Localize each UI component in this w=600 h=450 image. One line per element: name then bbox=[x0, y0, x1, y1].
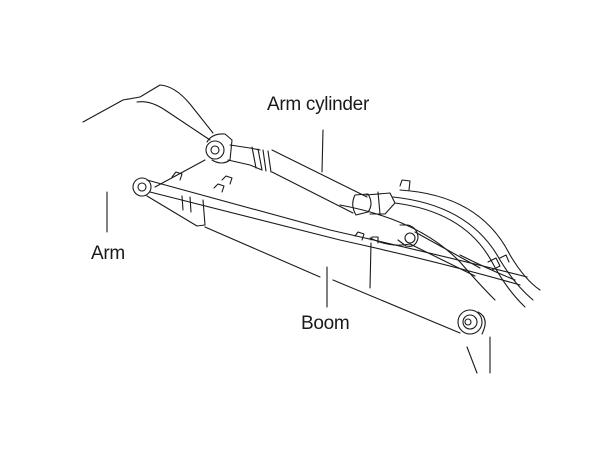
arm-body bbox=[82, 84, 233, 188]
arm-cylinder-leader-line bbox=[321, 129, 324, 173]
boom-label: Boom bbox=[301, 313, 350, 334]
boom-drawing bbox=[132, 171, 528, 374]
arm-cylinder-label: Arm cylinder bbox=[267, 94, 369, 115]
hydraulic-hoses bbox=[339, 179, 541, 308]
arm-label: Arm bbox=[91, 243, 125, 264]
arm-cylinder-drawing bbox=[227, 144, 396, 216]
